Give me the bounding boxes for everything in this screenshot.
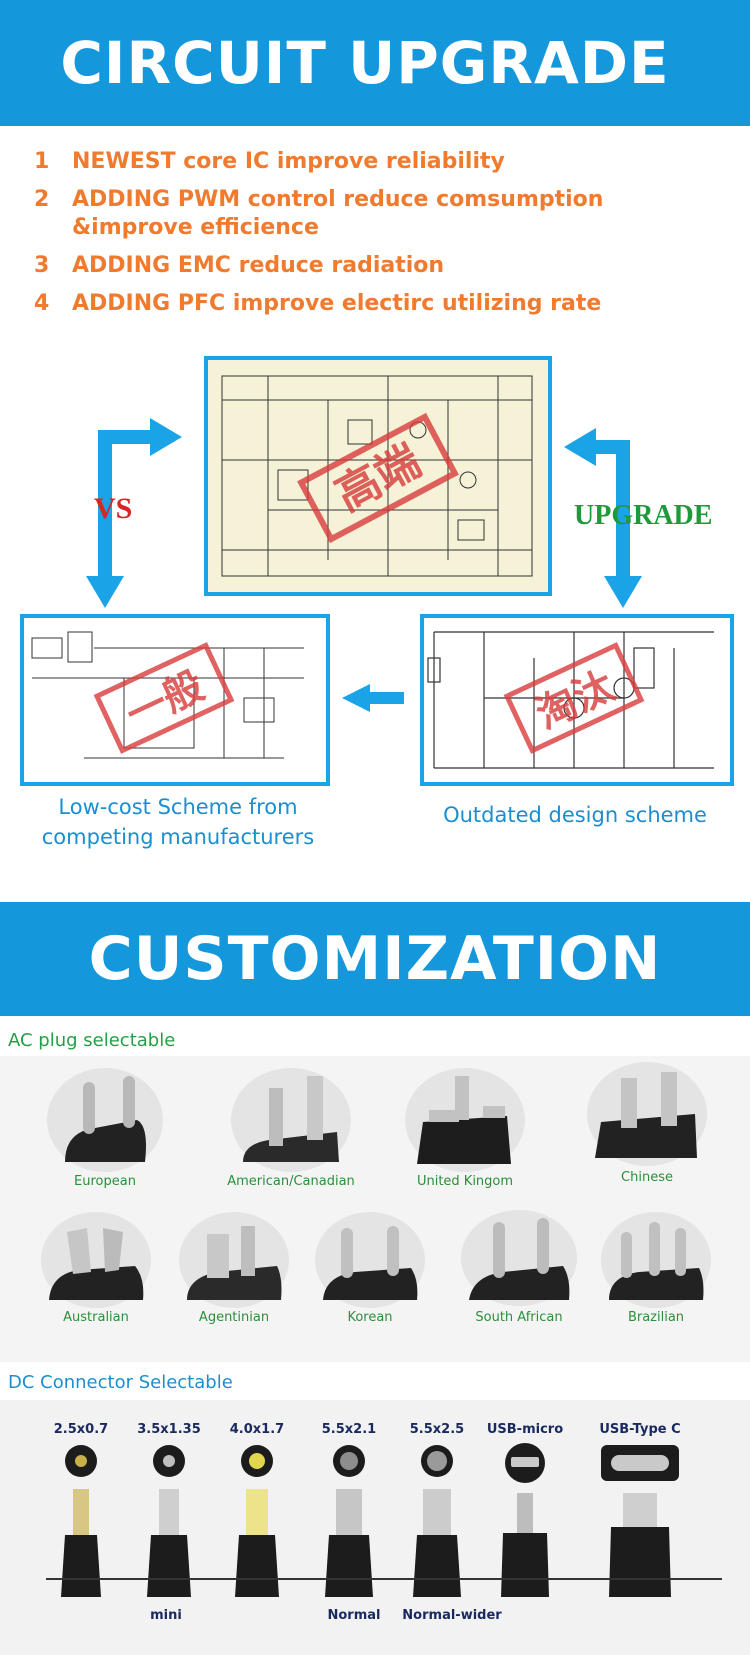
lowcost-circuit-drawing: 一般 [31,631,304,759]
australian-plug-icon [41,1212,151,1308]
plug-chinese: Chinese [582,1058,712,1185]
usb-micro-connector-icon [501,1443,549,1597]
highend-circuit-drawing: 高端 [221,375,533,577]
ac-plug-label: AC plug selectable [8,1030,176,1051]
connector-size: 4.0x1.7 [229,1422,285,1437]
lowcost-circuit-panel: 一般 [20,614,330,786]
right-arrowhead-down [604,576,642,608]
feature-item: 1 NEWEST core IC improve reliability [34,148,724,176]
plug-american: American/Canadian [216,1062,366,1189]
feature-item: 3 ADDING EMC reduce radiation [34,252,724,280]
connector-usb-micro: USB-micro [480,1422,570,1601]
upgrade-label: UPGRADE [574,500,713,531]
feature-number: 4 [34,291,50,316]
left-arrow-top [98,430,158,444]
middle-arrowhead [342,684,370,712]
right-arrowhead-left [564,428,596,466]
barrel-connector-icon [325,1445,373,1597]
feature-item: 2 ADDING PWM control reduce comsumption … [34,186,724,242]
korean-plug-icon [315,1212,425,1308]
stamp-lowcost: 一般 [119,663,211,738]
connector-2-5x0-7: 2.5x0.7 [36,1422,126,1601]
feature-item: 4 ADDING PFC improve electirc utilizing … [34,290,724,318]
connector-note-mini: mini [150,1608,182,1623]
customization-title: CUSTOMIZATION [88,924,662,994]
outdated-caption: Outdated design scheme [443,803,707,827]
argentinian-plug-icon [179,1212,289,1308]
circuit-upgrade-title: CIRCUIT UPGRADE [60,29,670,97]
connector-size: 5.5x2.5 [409,1422,465,1437]
vs-label: VS [94,492,133,525]
connector-size: USB-Type C [599,1422,681,1437]
barrel-connector-icon [61,1445,101,1597]
right-arrow-top [590,440,630,454]
brazilian-plug-icon [601,1212,711,1308]
plug-south-african: South African [452,1206,586,1325]
plug-korean: Korean [312,1208,428,1325]
plug-argentinian: Agentinian [176,1208,292,1325]
connector-size: 2.5x0.7 [53,1422,109,1437]
left-arrowhead-right [150,418,182,456]
connector-note-normal-wider: Normal-wider [402,1608,502,1623]
connector-note-normal: Normal [327,1608,381,1623]
stamp-highend: 高端 [327,435,429,521]
plug-name: United Kingom [416,1174,514,1189]
connector-size: 5.5x2.1 [321,1422,377,1437]
plug-name: Chinese [621,1170,673,1185]
barrel-connector-icon [235,1445,279,1597]
outdated-circuit-drawing: 淘汰 [427,631,714,769]
plug-name: Korean [347,1310,393,1325]
feature-text: ADDING PFC improve electirc utilizing ra… [72,291,602,316]
lowcost-caption: Low-cost Scheme from competing manufactu… [41,795,315,849]
connector-4-0x1-7: 4.0x1.7 [212,1422,302,1601]
feature-text: ADDING EMC reduce radiation [72,253,445,278]
plug-brazilian: Brazilian [598,1208,714,1325]
chinese-plug-icon [587,1062,707,1166]
feature-list: 1 NEWEST core IC improve reliability 2 A… [34,148,724,328]
connector-usb-type-c: USB-Type C [580,1422,700,1601]
barrel-connector-icon [147,1445,191,1597]
stamp-outdated: 淘汰 [529,663,621,738]
feature-text: ADDING PWM control reduce comsumption &i… [72,187,604,240]
plug-name: Australian [63,1310,129,1325]
uk-plug-icon [405,1068,525,1172]
plug-name: European [74,1174,136,1189]
plug-name: South African [475,1310,563,1325]
barrel-connector-icon [413,1445,461,1597]
left-arrowhead-down [86,576,124,608]
feature-number: 1 [34,149,50,174]
american-plug-icon [231,1068,351,1172]
plug-name: American/Canadian [227,1174,355,1189]
feature-text: NEWEST core IC improve reliability [72,149,505,174]
plug-uk: United Kingom [400,1062,530,1189]
connector-5-5x2-5: 5.5x2.5 [392,1422,482,1601]
south-african-plug-icon [461,1210,577,1306]
connector-size: USB-micro [486,1422,564,1437]
customization-banner: CUSTOMIZATION [0,902,750,1016]
connector-3-5x1-35: 3.5x1.35 [124,1422,214,1601]
circuit-upgrade-banner: CIRCUIT UPGRADE [0,0,750,126]
plug-european: European [40,1062,170,1189]
european-plug-icon [47,1068,163,1172]
connector-5-5x2-1: 5.5x2.1 [304,1422,394,1601]
middle-arrow-shaft [370,692,404,704]
plug-name: Agentinian [198,1310,270,1325]
right-arrow-shaft [616,440,630,580]
dc-connector-label: DC Connector Selectable [8,1372,233,1393]
usb-type-c-connector-icon [601,1445,679,1597]
plug-australian: Australian [36,1208,156,1325]
flow-arrows [86,418,642,712]
outdated-circuit-panel: 淘汰 [420,614,734,786]
plug-name: Brazilian [627,1310,685,1325]
feature-number: 3 [34,253,50,278]
connector-size: 3.5x1.35 [137,1422,201,1437]
connector-shelf [46,1578,722,1580]
left-arrow-shaft [98,430,112,580]
feature-number: 2 [34,187,50,212]
highend-circuit-panel: 高端 [204,356,552,596]
